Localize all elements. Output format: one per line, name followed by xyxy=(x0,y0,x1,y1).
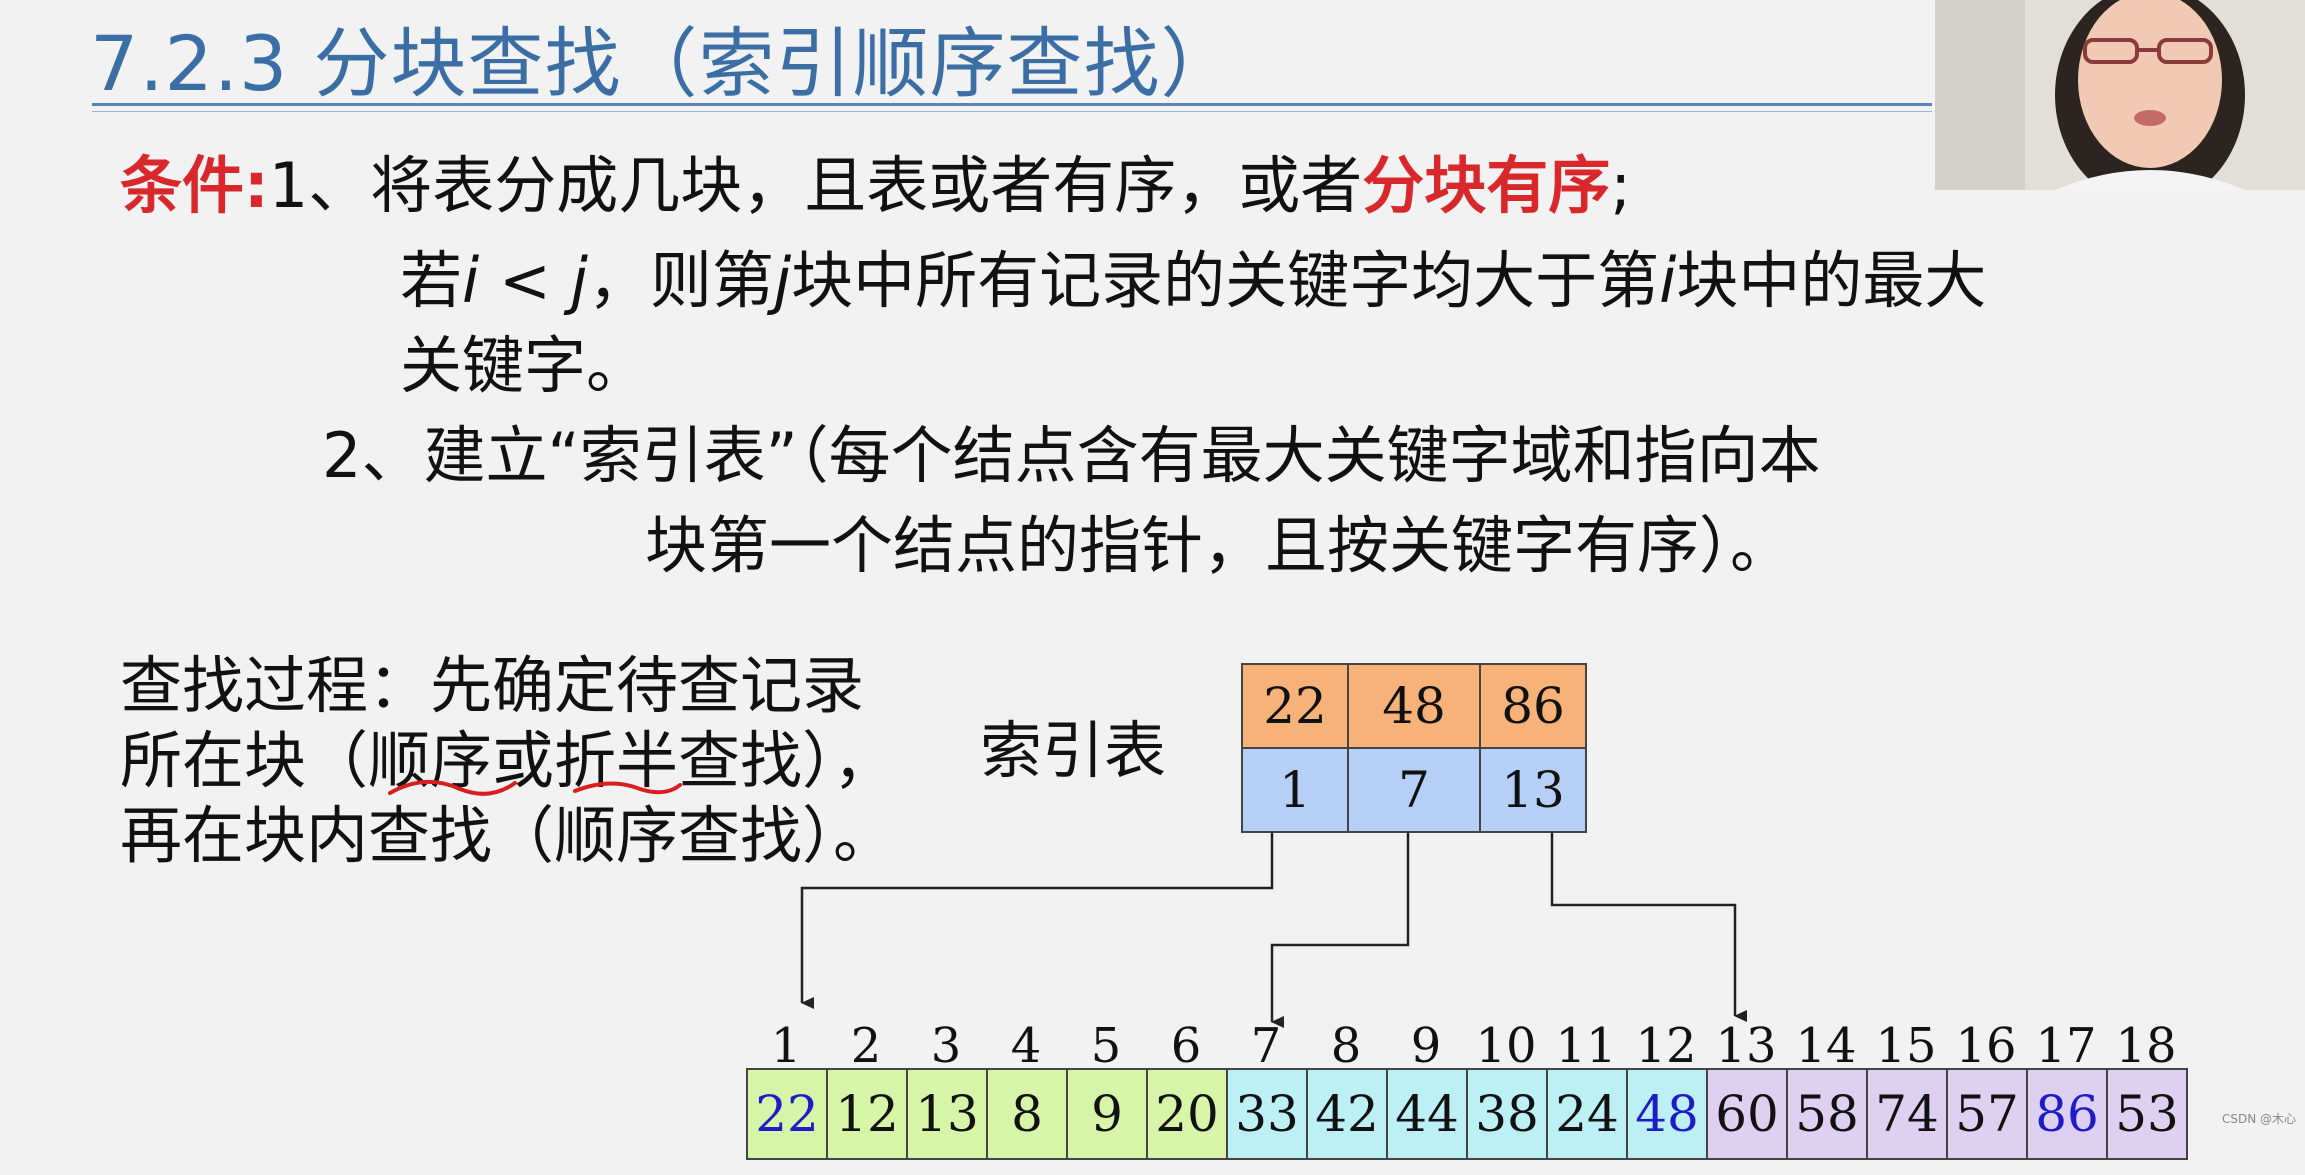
condition-line-1: 条件:1、将表分成几块，且表或者有序，或者分块有序; xyxy=(120,135,1631,225)
index-pointer-cell: 7 xyxy=(1347,747,1481,833)
array-index-label: 17 xyxy=(2035,1018,2097,1074)
array-cell: 60 xyxy=(1706,1068,1788,1160)
array-index-label: 3 xyxy=(930,1018,962,1074)
array-index-label: 1 xyxy=(770,1018,802,1074)
array-cell: 8 xyxy=(986,1068,1068,1160)
array-index-label: 16 xyxy=(1955,1018,2017,1074)
array-cell: 48 xyxy=(1626,1068,1708,1160)
cond2-part-d: 块中的最大 xyxy=(1676,244,1987,317)
var-j: j xyxy=(570,244,588,317)
array-cell: 58 xyxy=(1786,1068,1868,1160)
process-line-1: 查找过程：先确定待查记录 xyxy=(120,649,865,722)
array-index-label: 7 xyxy=(1250,1018,1282,1074)
index-pointer-cell: 1 xyxy=(1241,747,1349,833)
page-title: 7.2.3 分块查找（索引顺序查找） xyxy=(90,19,1238,108)
var-i: i xyxy=(462,244,480,317)
array-index-label: 2 xyxy=(850,1018,882,1074)
array-index-label: 13 xyxy=(1715,1018,1777,1074)
block-ordered-highlight: 分块有序 xyxy=(1362,149,1611,222)
array-index-label: 10 xyxy=(1475,1018,1537,1074)
title-divider xyxy=(92,103,1932,106)
index-table-label: 索引表 xyxy=(980,714,1167,787)
array-cell: 38 xyxy=(1466,1068,1548,1160)
array-cell: 24 xyxy=(1546,1068,1628,1160)
array-index-label: 15 xyxy=(1875,1018,1937,1074)
process-line-2: 所在块（顺序或折半查找）， xyxy=(120,724,896,797)
arrow-to-block-1 xyxy=(800,833,1274,1009)
condition-1-end: ; xyxy=(1610,149,1632,222)
condition-label: 条件: xyxy=(120,149,269,222)
array-cell: 13 xyxy=(906,1068,988,1160)
index-pointer-cell: 13 xyxy=(1479,747,1587,833)
array-index-label: 18 xyxy=(2115,1018,2177,1074)
array-cell: 12 xyxy=(826,1068,908,1160)
array-cell: 44 xyxy=(1386,1068,1468,1160)
array-cell: 20 xyxy=(1146,1068,1228,1160)
array-cell: 42 xyxy=(1306,1068,1388,1160)
watermark: CSDN @木心 xyxy=(2222,1112,2297,1126)
condition-1-text: 1、将表分成几块，且表或者有序，或者 xyxy=(268,149,1363,222)
index-key-cell: 22 xyxy=(1241,663,1349,749)
var-j-2: j xyxy=(773,244,792,317)
cond2-part-b: ，则第 xyxy=(587,244,774,317)
array-cell: 74 xyxy=(1866,1068,1948,1160)
cond2-part-c: 块中所有记录的关键字均大于第 xyxy=(791,244,1660,317)
cond2-part-a: 若 xyxy=(400,244,463,317)
condition-line-4: 2、建立“索引表”（每个结点含有最大关键字域和指向本 xyxy=(322,419,1821,492)
arrow-to-block-2 xyxy=(1270,833,1410,1028)
index-key-cell: 48 xyxy=(1347,663,1481,749)
arrow-to-block-3 xyxy=(1550,833,1747,1022)
array-cell: 9 xyxy=(1066,1068,1148,1160)
array-index-label: 6 xyxy=(1170,1018,1202,1074)
array-cell: 33 xyxy=(1226,1068,1308,1160)
handwritten-underline-marks xyxy=(388,779,682,796)
presenter-webcam xyxy=(1935,0,2305,190)
array-index-label: 5 xyxy=(1090,1018,1122,1074)
var-i-2: i xyxy=(1659,244,1677,317)
less-than: < xyxy=(479,244,571,317)
index-key-cell: 86 xyxy=(1479,663,1587,749)
array-cell: 22 xyxy=(746,1068,828,1160)
array-index-label: 14 xyxy=(1795,1018,1857,1074)
index-table: 22 48 86 1 7 13 xyxy=(1241,663,1587,833)
process-line-3: 再在块内查找（顺序查找）。 xyxy=(120,799,896,872)
title-divider-thin xyxy=(92,111,1932,112)
array-cell: 53 xyxy=(2106,1068,2188,1160)
array-index-label: 4 xyxy=(1010,1018,1042,1074)
array-cell: 57 xyxy=(1946,1068,2028,1160)
condition-line-3: 关键字。 xyxy=(400,329,649,402)
array-cell: 86 xyxy=(2026,1068,2108,1160)
array-index-label: 12 xyxy=(1635,1018,1697,1074)
array-index-label: 11 xyxy=(1555,1018,1617,1074)
condition-line-2: 若i < j，则第j块中所有记录的关键字均大于第i块中的最大 xyxy=(400,230,1986,320)
array-index-label: 8 xyxy=(1330,1018,1362,1074)
array-index-label: 9 xyxy=(1410,1018,1442,1074)
condition-line-5: 块第一个结点的指针，且按关键字有序）。 xyxy=(645,509,1793,582)
